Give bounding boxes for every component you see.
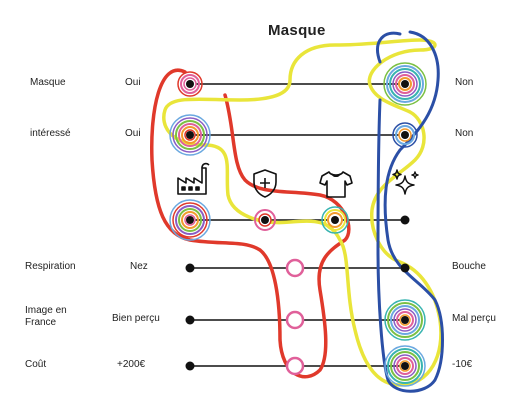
left-value-masque: Oui (125, 77, 141, 88)
right-value-image: Mal perçu (452, 313, 496, 324)
left-value-cout: +200€ (117, 359, 146, 370)
right-value-interesse: Non (455, 128, 474, 139)
left-value-interesse: Oui (125, 128, 141, 139)
node-image-mid (285, 310, 305, 330)
node-axis-tshirt (321, 206, 349, 234)
shield-plus-icon (253, 169, 277, 198)
node-respiration-nez (185, 263, 195, 273)
node-cout-mid (285, 356, 305, 376)
node-masque-oui (177, 71, 203, 97)
node-axis-factory (169, 199, 211, 241)
node-image-bien (185, 315, 195, 325)
node-cout-200 (185, 361, 195, 371)
left-value-respiration: Nez (130, 261, 148, 272)
row-label-respiration: Respiration (25, 261, 76, 272)
factory-icon (177, 162, 210, 195)
node-interesse-non (392, 122, 418, 148)
blue-contour (376, 30, 444, 393)
node-image-mal (384, 299, 426, 341)
right-value-masque: Non (455, 77, 474, 88)
left-value-image: Bien perçu (112, 313, 160, 324)
tshirt-icon (319, 171, 353, 198)
row-label-image: Image en France (25, 305, 67, 328)
diagram-title: Masque (268, 22, 326, 39)
node-axis-shield (254, 209, 276, 231)
node-cout-10 (384, 345, 426, 387)
sparkles-icon (392, 169, 419, 195)
row-label-cout: Coût (25, 359, 47, 370)
node-masque-non (383, 62, 427, 106)
node-axis-sparkles (400, 215, 410, 225)
node-interesse-oui (169, 114, 211, 156)
row-label-masque: Masque (30, 77, 66, 88)
node-respiration-mid (285, 258, 305, 278)
right-value-respiration: Bouche (452, 261, 486, 272)
red-contour (150, 68, 351, 379)
node-respiration-bouche (400, 263, 410, 273)
right-value-cout: -10€ (452, 359, 473, 370)
row-label-interesse: intéressé (30, 128, 71, 139)
